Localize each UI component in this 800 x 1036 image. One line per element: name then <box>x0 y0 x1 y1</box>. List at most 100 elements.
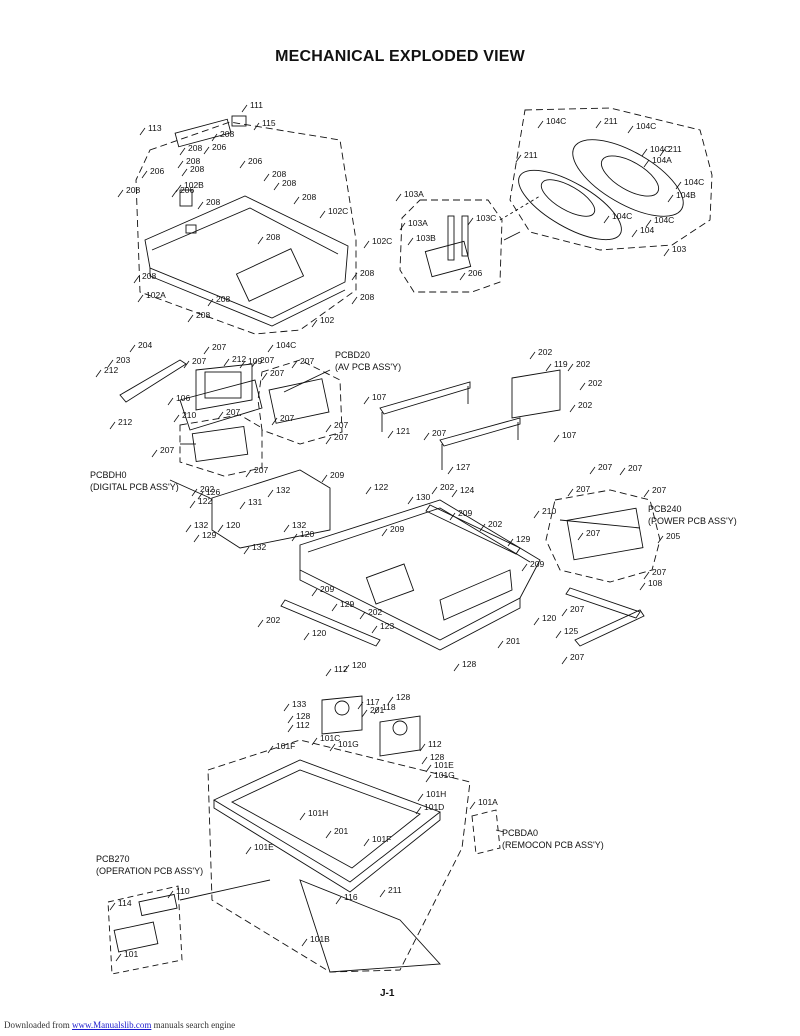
leader-line <box>365 486 372 495</box>
leader-line <box>311 588 318 597</box>
part-number-label: 121 <box>396 426 410 436</box>
part-number-label: 127 <box>456 462 470 472</box>
leader-line <box>271 417 278 426</box>
part-number-label: 209 <box>320 584 334 594</box>
leader-line <box>425 774 432 783</box>
leader-line <box>191 488 198 497</box>
part-number-label: 104C <box>650 144 670 154</box>
leader-line <box>179 147 186 156</box>
leader-line <box>659 148 666 157</box>
part-number-label: 103 <box>672 244 686 254</box>
leader-line <box>175 184 182 193</box>
part-number-label: 101 <box>124 949 138 959</box>
part-number-label: 101G <box>434 770 455 780</box>
part-number-label: 207 <box>192 356 206 366</box>
part-number-label: 101H <box>426 789 446 799</box>
part-number-label: 207 <box>212 342 226 352</box>
part-number-label: 118 <box>382 702 396 712</box>
part-number-label: 101B <box>310 934 330 944</box>
pcb240-sub-label: (POWER PCB ASS'Y) <box>648 516 737 526</box>
leader-line <box>245 846 252 855</box>
leader-line <box>331 603 338 612</box>
part-number-label: 207 <box>432 428 446 438</box>
leader-line <box>239 360 246 369</box>
part-number-label: 128 <box>296 711 310 721</box>
part-number-label: 209 <box>530 559 544 569</box>
leader-line <box>387 696 394 705</box>
leader-line <box>447 466 454 475</box>
part-number-label: 202 <box>588 378 602 388</box>
leader-line <box>261 372 268 381</box>
pcbdh0-sub-label: (DIGITAL PCB ASS'Y) <box>90 482 179 492</box>
leader-line <box>325 424 332 433</box>
leader-line <box>321 474 328 483</box>
part-number-label: 101F <box>276 741 295 751</box>
leader-line <box>267 344 274 353</box>
leader-line <box>177 160 184 169</box>
part-number-label: 207 <box>628 463 642 473</box>
part-number-label: 206 <box>248 156 262 166</box>
part-number-label: 128 <box>430 752 444 762</box>
leader-line <box>241 104 248 113</box>
leader-line <box>325 830 332 839</box>
leader-line <box>579 382 586 391</box>
part-number-label: 103B <box>416 233 436 243</box>
leader-line <box>479 523 486 532</box>
part-number-label: 202 <box>578 400 592 410</box>
leader-line <box>561 608 568 617</box>
part-number-label: 101G <box>338 739 359 749</box>
part-number-label: 207 <box>576 484 590 494</box>
leader-line <box>627 125 634 134</box>
part-number-label: 113 <box>148 123 162 133</box>
leader-line <box>291 533 298 542</box>
leader-line <box>183 360 190 369</box>
part-number-label: 103A <box>404 189 424 199</box>
leader-line <box>415 806 422 815</box>
part-number-label: 210 <box>182 410 196 420</box>
page-title: MECHANICAL EXPLODED VIEW <box>275 48 525 65</box>
part-number-label: 101A <box>478 797 498 807</box>
part-number-label: 104C <box>276 340 296 350</box>
part-number-label: 203 <box>116 355 130 365</box>
part-number-label: 202 <box>488 519 502 529</box>
leader-line <box>667 194 674 203</box>
pcbda0-sub-label: (REMOCON PCB ASS'Y) <box>502 840 604 850</box>
part-number-label: 211 <box>524 150 538 160</box>
leader-line <box>357 701 364 710</box>
remocon-pcb-outline <box>471 809 501 855</box>
leader-line <box>451 489 458 498</box>
speaker-left <box>321 695 363 735</box>
leader-line <box>267 489 274 498</box>
part-number-label: 128 <box>396 692 410 702</box>
part-number-label: 104C <box>636 121 656 131</box>
part-number-label: 207 <box>570 652 584 662</box>
part-number-label: 120 <box>352 660 366 670</box>
leader-line <box>363 396 370 405</box>
leader-line <box>107 359 114 368</box>
leader-line <box>553 434 560 443</box>
part-number-label: 208 <box>360 268 374 278</box>
pcbd20-label: PCBD20 <box>335 350 370 360</box>
part-number-label: 208 <box>272 169 286 179</box>
leader-line <box>117 189 124 198</box>
leader-line <box>253 122 260 131</box>
leader-line <box>351 272 358 281</box>
leader-line <box>361 709 368 718</box>
part-number-label: 102C <box>328 206 348 216</box>
part-number-label: 103C <box>476 213 496 223</box>
leader-line <box>643 489 650 498</box>
part-number-label: 103A <box>408 218 428 228</box>
part-number-label: 130 <box>416 492 430 502</box>
leader-line <box>273 182 280 191</box>
part-number-label: 202 <box>538 347 552 357</box>
part-number-label: 211 <box>668 144 682 154</box>
footer-link[interactable]: www.Manualslib.com <box>71 1020 152 1030</box>
part-number-label: 202 <box>440 482 454 492</box>
part-number-label: 211 <box>604 116 618 126</box>
part-number-label: 104B <box>676 190 696 200</box>
digital-pcb-group-outline <box>179 414 263 477</box>
part-number-label: 208 <box>266 232 280 242</box>
leader-line <box>319 210 326 219</box>
leader-line <box>239 501 246 510</box>
part-number-label: 207 <box>160 445 174 455</box>
